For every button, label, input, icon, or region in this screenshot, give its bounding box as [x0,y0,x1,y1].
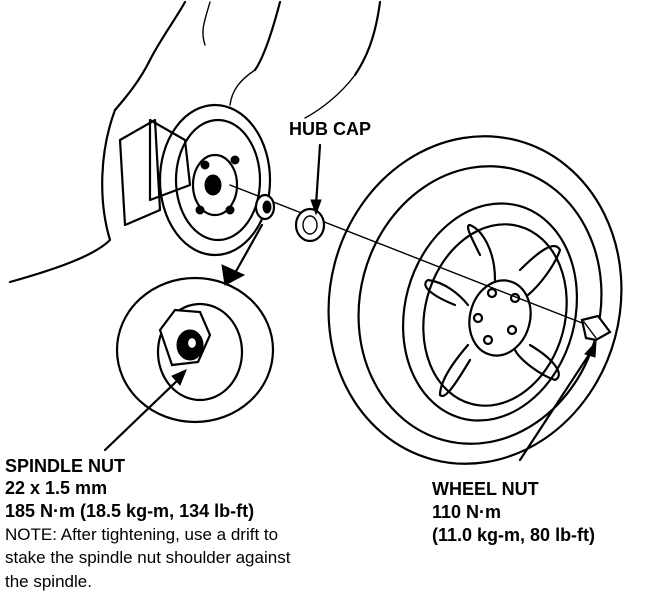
spindle-nut-size: 22 x 1.5 mm [5,478,108,498]
wheel-nut-leader [518,348,594,462]
hub-cap-label: HUB CAP [289,119,372,139]
wheel-nut-part [580,314,612,342]
spindle-nut-torque: 185 N·m (18.5 kg-m, 134 lb-ft) [5,501,255,521]
spindle-nut-title: SPINDLE NUT [5,456,126,476]
spindle-nut-detail-circle [115,276,275,424]
spindle-nut-note-line3: the spindle. [5,572,92,591]
hub-cap-leader [314,143,322,207]
wheel-nut-title: WHEEL NUT [432,479,539,499]
wheel-nut-torque-alt: (11.0 kg-m, 80 lb-ft) [432,525,596,545]
spindle-nut-part [254,193,276,221]
wheel-tire [327,135,623,465]
hub-cap-part [294,207,326,243]
fender-outline [8,0,382,284]
hub-cap-arrow [310,199,322,216]
wheel-nut-torque-nm: 110 N·m [432,502,502,522]
spindle-nut-leader-arrow [171,369,187,386]
brake-disc [118,103,272,257]
axis-line [229,184,601,331]
detail-arrow [221,264,246,286]
spindle-nut-leader [103,376,182,452]
spindle-nut-note-line1: NOTE: After tightening, use a drift to [5,525,279,544]
spindle-nut-note-line2: stake the spindle nut shoulder against [5,548,291,567]
wheel-nut-leader-arrow [584,340,597,358]
